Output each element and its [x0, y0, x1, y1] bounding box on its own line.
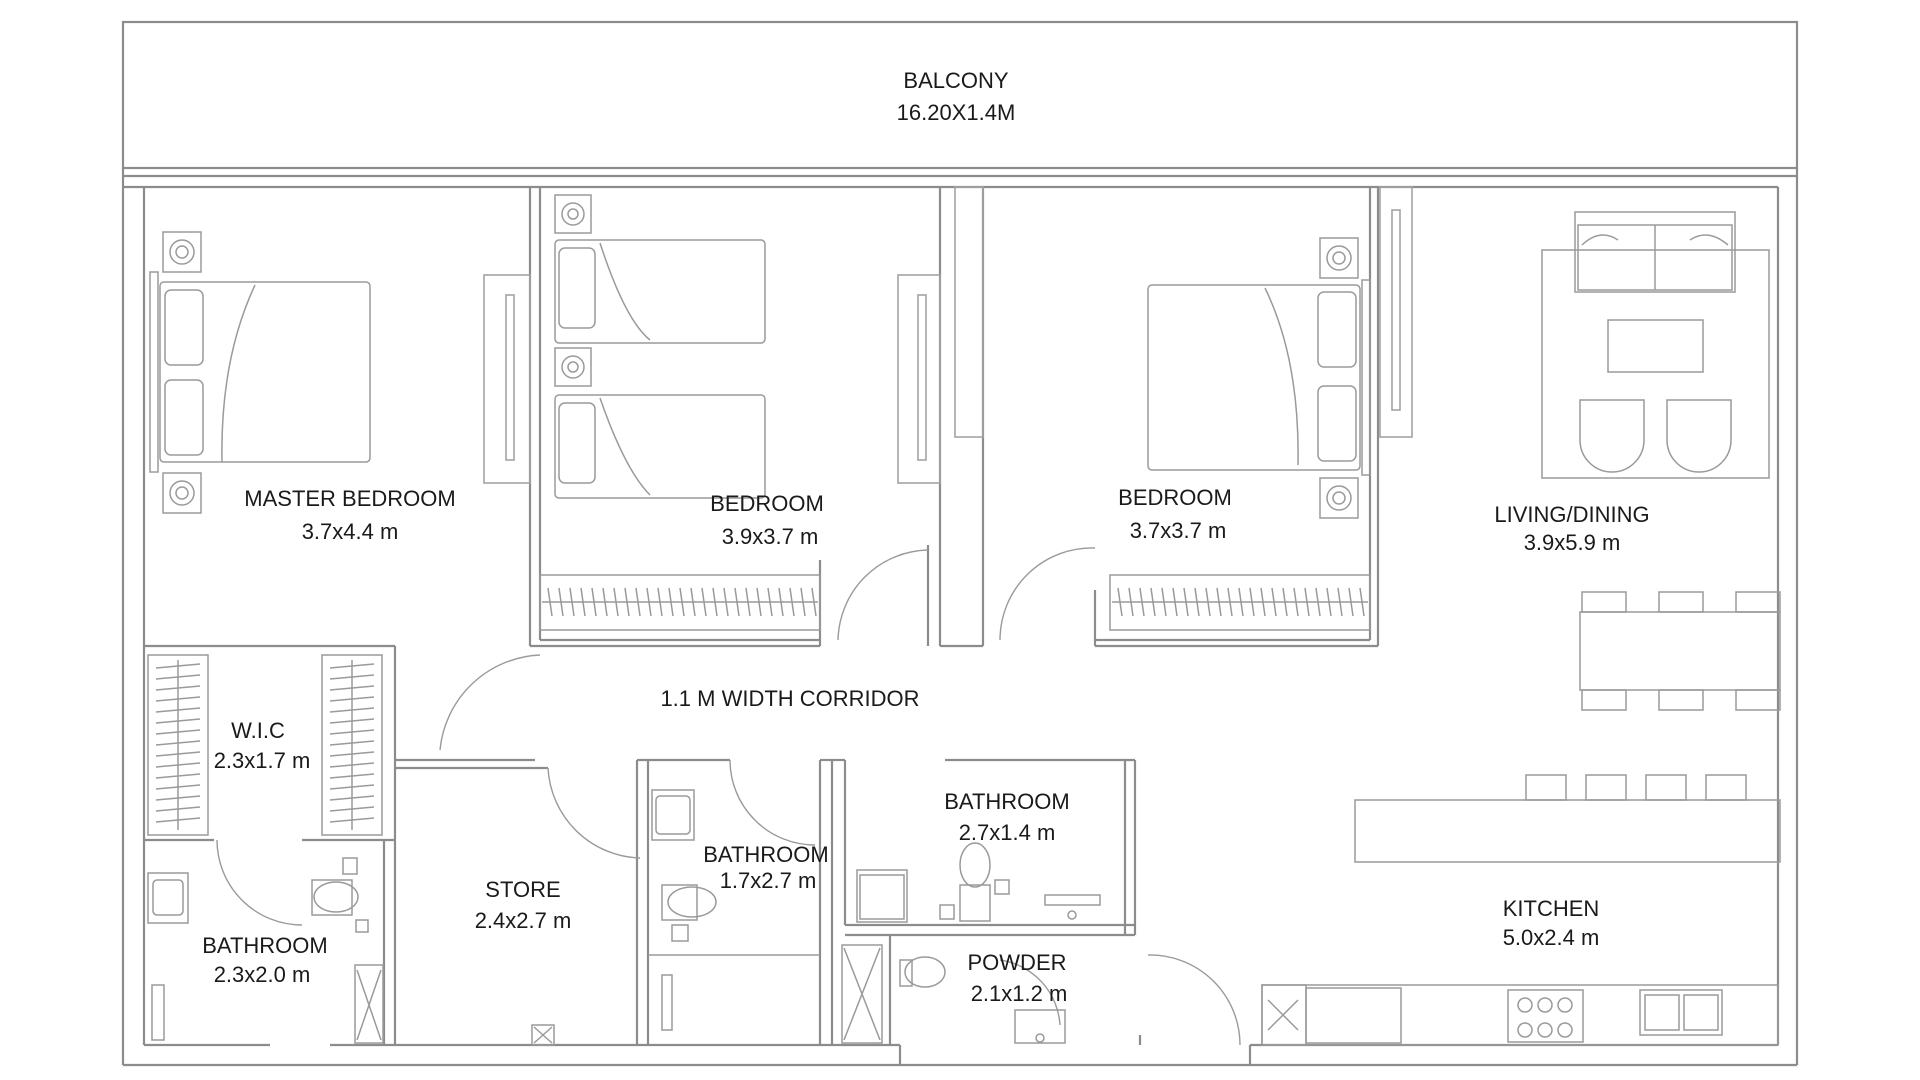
bedroom2-size: 3.9x3.7 m	[722, 524, 819, 549]
bedroom3-wardrobe	[1109, 574, 1371, 631]
bedroom3-name: BEDROOM	[1118, 485, 1232, 510]
bedroom2-wardrobe	[539, 574, 821, 631]
bedroom3-size: 3.7x3.7 m	[1130, 518, 1227, 543]
bathroom3-fixtures	[856, 842, 1101, 923]
store-fixtures	[531, 1024, 555, 1046]
living-dining-size: 3.9x5.9 m	[1524, 530, 1621, 555]
powder-size: 2.1x1.2 m	[971, 981, 1068, 1006]
bedroom2-name: BEDROOM	[710, 491, 824, 516]
doors	[216, 547, 1241, 1046]
store-name: STORE	[485, 877, 560, 902]
corridor-label: 1.1 M WIDTH CORRIDOR	[660, 686, 919, 711]
balcony-outline	[121, 20, 1799, 170]
living-furniture	[1541, 211, 1781, 711]
bathroom2-name: BATHROOM	[703, 842, 828, 867]
store-size: 2.4x2.7 m	[475, 908, 572, 933]
master-bedroom-name: MASTER BEDROOM	[244, 486, 455, 511]
bathroom1-fixtures	[147, 857, 384, 1044]
kitchen-size: 5.0x2.4 m	[1503, 925, 1600, 950]
kitchen-name: KITCHEN	[1503, 896, 1600, 921]
wic-name: W.I.C	[231, 718, 285, 743]
bathroom3-size: 2.7x1.4 m	[959, 820, 1056, 845]
wic-size: 2.3x1.7 m	[214, 748, 311, 773]
bathroom2-fixtures	[648, 789, 820, 1031]
bathroom3-name: BATHROOM	[944, 789, 1069, 814]
room-labels: BALCONY 16.20X1.4M MASTER BEDROOM 3.7x4.…	[202, 68, 1649, 1006]
wic-wardrobes	[147, 654, 383, 836]
powder-name: POWDER	[968, 950, 1067, 975]
balcony-size: 16.20X1.4M	[897, 100, 1016, 125]
living-dining-name: LIVING/DINING	[1494, 502, 1649, 527]
bedroom3-bed	[1147, 237, 1371, 519]
master-bedroom-size: 3.7x4.4 m	[302, 519, 399, 544]
bedroom2-beds	[554, 194, 766, 499]
balcony-name: BALCONY	[903, 68, 1008, 93]
windows	[483, 186, 1413, 484]
bathroom1-size: 2.3x2.0 m	[214, 962, 311, 987]
master-bed	[149, 231, 371, 514]
powder-fixtures	[841, 944, 1066, 1044]
kitchen-furniture	[1261, 774, 1781, 1046]
bathroom1-name: BATHROOM	[202, 933, 327, 958]
bathroom2-size: 1.7x2.7 m	[720, 868, 817, 893]
